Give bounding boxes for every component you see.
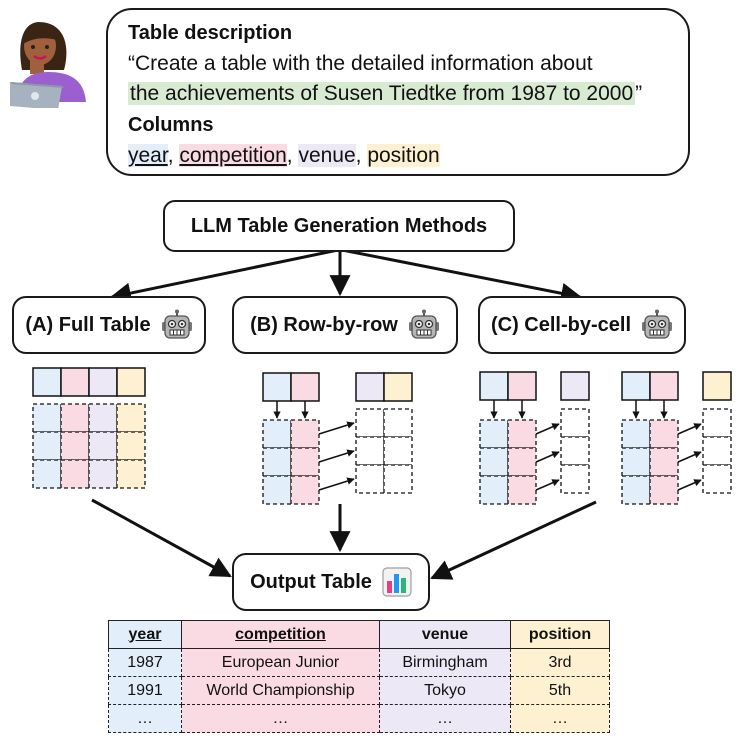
cell-by-cell-schematic-1	[479, 371, 590, 505]
llm-methods-title: LLM Table Generation Methods	[190, 214, 488, 237]
table-row: … … … …	[108, 704, 610, 733]
column-sep: ,	[286, 144, 299, 167]
cell-competition: European Junior	[181, 648, 380, 677]
description-highlight: the achievements of Susen Tiedtke from 1…	[128, 82, 636, 105]
row-by-row-schematic	[262, 372, 413, 505]
output-table-title: Output Table	[250, 570, 372, 593]
cell-by-cell-label: (C) Cell-by-cell	[490, 313, 632, 336]
llm-methods-box: LLM Table Generation Methods	[163, 200, 515, 252]
full-table-box: (A) Full Table	[12, 296, 206, 354]
table-description-box: Table description “Create a table with t…	[106, 8, 690, 176]
columns-list: year, competition, venue, position	[128, 144, 440, 168]
cell-position: …	[510, 704, 610, 733]
output-table-box: Output Table	[232, 553, 430, 611]
cell-venue: Tokyo	[379, 676, 511, 705]
column-position: position	[367, 144, 440, 167]
column-competition: competition	[179, 144, 287, 167]
bar-chart-icon	[382, 567, 412, 597]
cell-position: 3rd	[510, 648, 610, 677]
description-line-2: the achievements of Susen Tiedtke from 1…	[128, 82, 642, 106]
cell-by-cell-box: (C) Cell-by-cell	[478, 296, 686, 354]
woman-technologist-icon	[10, 22, 86, 108]
column-venue: venue	[298, 144, 356, 167]
robot-icon	[161, 309, 192, 339]
header-venue: venue	[379, 620, 511, 649]
cell-competition: …	[181, 704, 380, 733]
cell-venue: Birmingham	[379, 648, 511, 677]
cell-by-cell-schematic-2	[621, 371, 732, 505]
columns-title: Columns	[128, 114, 214, 136]
robot-icon	[408, 309, 439, 339]
arrow-from-full-table	[91, 498, 232, 578]
cell-competition: World Championship	[181, 676, 380, 705]
arrow-to-full-table	[109, 248, 339, 304]
column-year: year	[128, 144, 168, 167]
header-competition: competition	[181, 620, 380, 649]
table-row: 1987 European Junior Birmingham 3rd	[108, 648, 610, 677]
output-table: year competition venue position 1987 Eur…	[108, 620, 610, 733]
arrow-to-cell-by-cell	[341, 248, 583, 304]
row-by-row-box: (B) Row-by-row	[232, 296, 458, 354]
column-sep: ,	[355, 144, 368, 167]
cell-position: 5th	[510, 676, 610, 705]
cell-venue: …	[379, 704, 511, 733]
header-position: position	[510, 620, 610, 649]
full-table-schematic	[32, 367, 146, 489]
row-by-row-label: (B) Row-by-row	[250, 313, 398, 336]
table-row: 1991 World Championship Tokyo 5th	[108, 676, 610, 705]
header-year: year	[108, 620, 182, 649]
full-table-label: (A) Full Table	[25, 313, 151, 336]
arrow-from-cell-by-cell	[430, 500, 597, 580]
column-sep: ,	[167, 144, 180, 167]
description-title: Table description	[128, 22, 293, 44]
table-header-row: year competition venue position	[108, 620, 610, 649]
cell-year: 1987	[108, 648, 182, 677]
cell-year: …	[108, 704, 182, 733]
description-quote-end: ”	[635, 82, 643, 105]
description-line-1: “Create a table with the detailed inform…	[128, 52, 593, 75]
robot-icon	[642, 309, 673, 339]
cell-year: 1991	[108, 676, 182, 705]
